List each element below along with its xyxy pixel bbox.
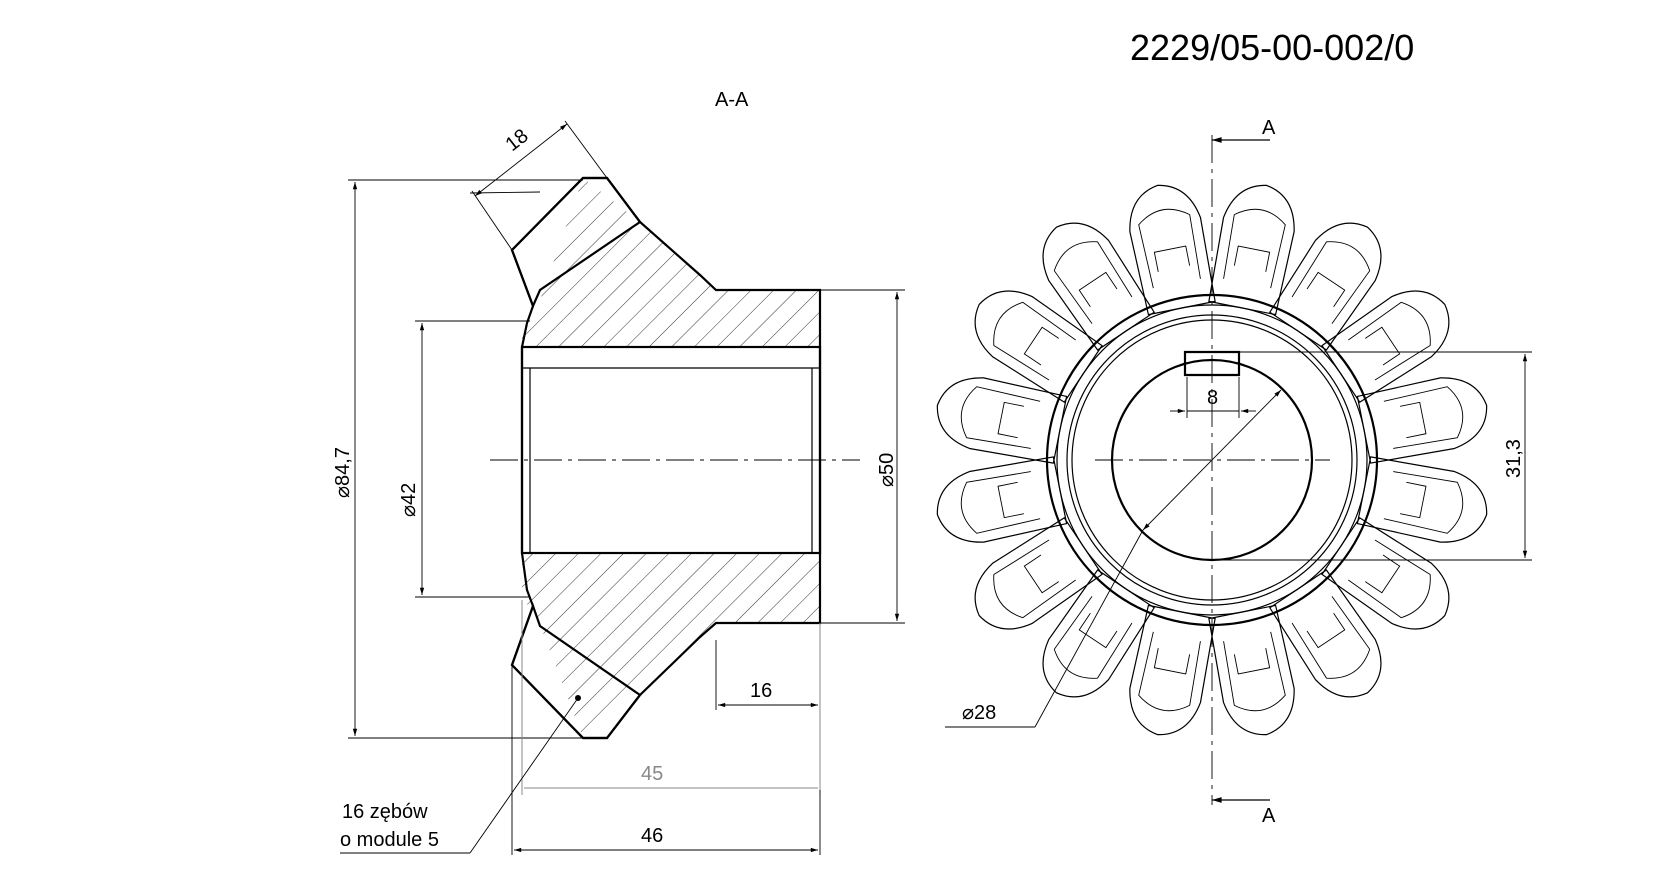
gear-tooth [1321, 290, 1450, 403]
cut-label-top: A [1262, 117, 1276, 139]
gear-tooth [1129, 184, 1216, 316]
drawing-number: 2229/05-00-002/0 [1130, 27, 1414, 68]
upper-section-hatch [522, 178, 820, 347]
dim-bore-diameter-side: ⌀42 [398, 483, 420, 517]
section-view: 18 ⌀84,7 ⌀42 ⌀50 16 45 46 [332, 120, 905, 855]
dim-hub-length: 16 [750, 680, 772, 702]
gear-tooth [936, 456, 1068, 543]
gear-tooth [1129, 604, 1216, 736]
note-tooth-count: 16 zębów [342, 801, 428, 823]
gear-tooth [1356, 456, 1488, 543]
gear-tooth [936, 377, 1068, 464]
gear-tooth [974, 517, 1103, 630]
gear-tooth [1269, 222, 1382, 351]
gear-tooth [1356, 377, 1488, 464]
dim-keyway-width: 8 [1207, 387, 1218, 409]
section-label: A-A [715, 89, 749, 111]
dim-bore-diameter-front: ⌀28 [962, 702, 996, 724]
dim-overall: 46 [641, 825, 663, 847]
gear-tooth [1042, 222, 1155, 351]
cut-label-bottom: A [1262, 805, 1276, 827]
dim-overall-gray: 45 [641, 763, 663, 785]
gear-tooth [1321, 517, 1450, 630]
gear-tooth [1208, 604, 1295, 736]
gear-tooth [1208, 184, 1295, 316]
dim-tooth-width: 18 [502, 125, 533, 156]
gear-tooth [974, 290, 1103, 403]
gear-teeth [936, 184, 1488, 736]
note-module: o module 5 [340, 829, 439, 851]
gear-tooth [1042, 569, 1155, 698]
lower-section-hatch [522, 553, 820, 738]
dim-outer-diameter: ⌀84,7 [332, 447, 354, 498]
gear-tooth [1269, 569, 1382, 698]
dim-keyway-depth: 31,3 [1503, 439, 1525, 478]
front-view: A A 8 31,3 ⌀28 [936, 117, 1532, 827]
dim-hub-diameter: ⌀50 [876, 453, 898, 487]
